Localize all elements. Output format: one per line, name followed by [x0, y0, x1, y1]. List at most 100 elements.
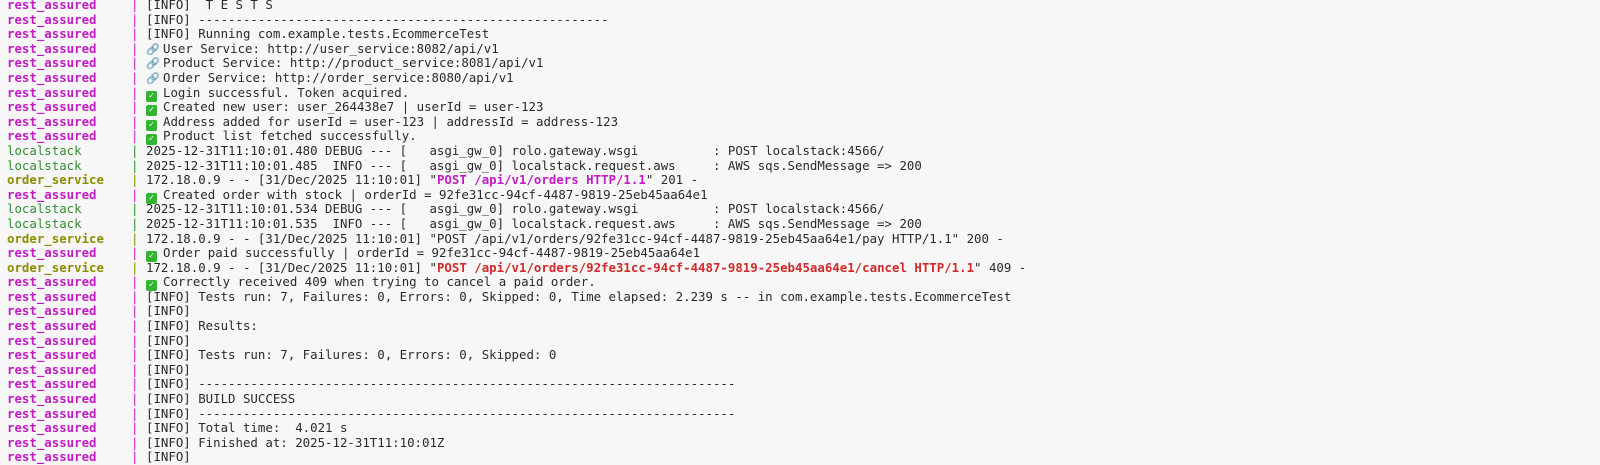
log-message: [INFO] ---------------------------------… [146, 405, 736, 422]
log-message: 172.18.0.9 - - [31/Dec/2025 11:10:01] "P… [146, 230, 1004, 247]
log-message: [INFO] Tests run: 7, Failures: 0, Errors… [146, 347, 556, 363]
log-text: Order paid successfully | orderId = 92fe… [163, 245, 701, 261]
separator: | [131, 259, 139, 275]
service-prefix: rest_assured [7, 303, 97, 319]
log-message: [INFO] ---------------------------------… [146, 11, 609, 28]
link-icon: 🔗 [146, 71, 160, 85]
separator: | [131, 11, 139, 27]
log-line: rest_assured | ✓Created order with stock |… [0, 186, 1600, 204]
separator: | [131, 449, 139, 465]
log-line: rest_assured|✓Address added for userId =… [0, 113, 1600, 131]
service-prefix: order_service [7, 259, 104, 275]
log-message: ✓ Product list fetched successfully. [146, 128, 417, 146]
log-line: rest_assured|[INFO] Tests run: 7, Failur… [0, 288, 1600, 305]
log-text: Created order with stock | orderId = 92f… [163, 186, 708, 202]
highlighted-request: POST /api/v1/orders HTTP/1.1 [436, 172, 646, 188]
service-prefix: rest_assured [7, 186, 97, 202]
log-line: rest_assured|[INFO] Finished at: 2025-12… [0, 434, 1600, 451]
service-prefix: rest_assured [7, 69, 97, 85]
service-prefix: rest_assured [7, 361, 97, 377]
link-icon: 🔗 [146, 42, 160, 56]
check-icon: ✓ [146, 251, 157, 263]
log-message: 2025-12-31T11:10:01.480 DEBUG --- [ asgi… [146, 142, 885, 159]
service-prefix: order_service [7, 230, 104, 246]
log-message: [INFO] T E S T S [146, 0, 273, 13]
log-text: [INFO] Running com.example.tests.Ecommer… [146, 26, 490, 42]
check-icon: ✓ [146, 280, 157, 292]
log-message: [INFO] Results: [146, 318, 258, 334]
log-message: [INFO] [146, 332, 191, 349]
log-text: " 409 - [974, 259, 1027, 275]
separator: | [131, 201, 139, 217]
log-line: rest_assured | [INFO] Tests run: 7, Failur… [0, 347, 1600, 363]
link-icon: 🔗 [146, 57, 160, 71]
separator: | [131, 55, 139, 71]
log-message: [INFO] ---------------------------------… [146, 377, 735, 392]
separator: | [131, 186, 139, 202]
separator: | [131, 40, 139, 56]
separator: | [131, 391, 139, 407]
separator: | [131, 84, 139, 100]
separator: | [131, 318, 139, 334]
log-line: rest_assured|[INFO] --------------------… [0, 11, 1600, 28]
log-text: Order Service: http://order_service:8080… [163, 69, 514, 85]
separator: | [131, 113, 139, 129]
log-text: 2025-12-31T11:10:01.485 INFO --- [ asgi_… [146, 157, 922, 173]
log-message: [INFO] Running com.example.tests.Ecommer… [146, 26, 490, 42]
log-text: 2025-12-31T11:10:01.480 DEBUG --- [ asgi… [146, 142, 885, 158]
log-line: rest_assured | ✓ Product list fetched succe… [0, 128, 1600, 146]
log-line: localstack|2025-12-31T11:10:01.480 DEBUG… [0, 142, 1600, 159]
log-line: order_service|172.18.0.9 - - [31/Dec/202… [0, 172, 1600, 188]
log-line: order_service|172.18.0.9 - - [31/Dec/202… [0, 230, 1600, 247]
separator: | [131, 420, 139, 436]
log-message: [INFO] [146, 304, 191, 319]
separator: | [131, 157, 139, 173]
log-line: rest_assured | [INFO] --------------------… [0, 377, 1600, 392]
service-prefix: rest_assured [7, 318, 97, 334]
log-message: 2025-12-31T11:10:01.485 INFO --- [ asgi_… [146, 157, 922, 174]
service-prefix: rest_assured [7, 274, 97, 290]
service-prefix: rest_assured [7, 113, 97, 129]
log-message: [INFO] BUILD SUCCESS [146, 391, 295, 407]
log-line: rest_assured|[INFO] Running com.example.… [0, 26, 1600, 42]
separator: | [131, 434, 139, 450]
log-line: rest_assured|🔗Order Service: http://orde… [0, 69, 1600, 86]
log-message: 172.18.0.9 - - [31/Dec/2025 11:10:01] "P… [146, 259, 1027, 276]
service-prefix: rest_assured [7, 245, 97, 261]
log-text: Product list fetched successfully. [163, 128, 417, 144]
separator: | [131, 376, 139, 392]
service-prefix: localstack [7, 201, 82, 217]
separator: | [131, 303, 139, 319]
service-prefix: rest_assured [7, 391, 97, 407]
log-message: ✓Created order with stock | orderId = 92… [146, 186, 708, 204]
log-message: [INFO] Tests run: 7, Failures: 0, Errors… [146, 289, 1011, 305]
log-text: [INFO] [146, 332, 191, 348]
separator: | [131, 172, 139, 188]
log-message: ✓Login successful. Token acquired. [146, 85, 409, 102]
log-text: [INFO] Finished at: 2025-12-31T11:10:01Z [146, 434, 445, 450]
service-prefix: rest_assured [7, 376, 97, 392]
log-text: [INFO] ---------------------------------… [146, 405, 736, 421]
separator: | [131, 347, 139, 363]
log-line: rest_assured | [INFO] Results: [0, 318, 1600, 334]
service-prefix: localstack [7, 215, 82, 231]
service-prefix: rest_assured [7, 347, 97, 363]
check-icon: ✓ [146, 105, 157, 117]
log-line: rest_assured|🔗Product Service: http://pr… [0, 56, 1600, 71]
service-prefix: rest_assured [7, 288, 97, 304]
log-text: [INFO] Results: [146, 318, 258, 334]
service-prefix: rest_assured [7, 84, 97, 100]
log-text: 172.18.0.9 - - [31/Dec/2025 11:10:01] " [146, 172, 437, 188]
log-text: [INFO] ---------------------------------… [146, 11, 609, 27]
log-message: ✓Created new user: user_264438e7 | userI… [146, 99, 543, 117]
check-icon: ✓ [146, 134, 157, 146]
separator: | [131, 361, 139, 377]
log-line: rest_assured|[INFO] [0, 332, 1600, 349]
service-prefix: rest_assured [7, 128, 97, 144]
service-prefix: rest_assured [7, 420, 97, 436]
log-text: User Service: http://user_service:8082/a… [163, 40, 499, 56]
log-text: 172.18.0.9 - - [31/Dec/2025 11:10:01] "P… [146, 230, 1004, 246]
separator: | [131, 128, 139, 144]
service-prefix: rest_assured [7, 40, 97, 56]
